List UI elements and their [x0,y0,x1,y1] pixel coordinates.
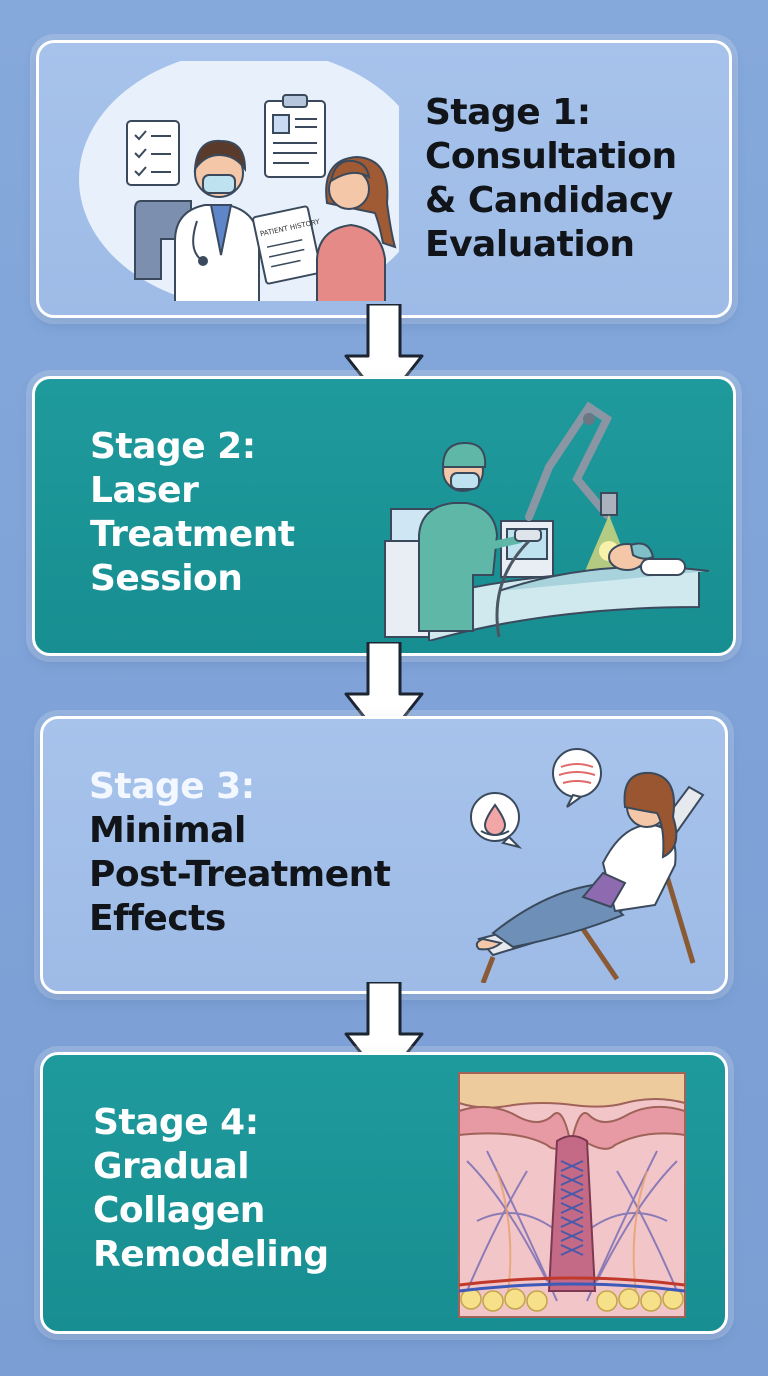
doctor-figure [174,139,260,301]
stage-1-line-3: Evaluation [425,224,635,265]
checklist-icon [126,120,180,186]
irritation-bubble-icon [552,748,602,808]
stage-4-line-3: Remodeling [93,1234,329,1275]
stage-4-card: Stage 4: Gradual Collagen Remodeling [40,1052,728,1334]
clipboard-icon [264,94,326,178]
stage-1-label: Stage 1: [425,92,591,133]
skin-cross-section-illustration [458,1072,686,1318]
resting-patient-figure [475,771,678,951]
stage-2-line-2: Treatment [90,514,295,555]
stage-4-line-2: Collagen [93,1190,265,1231]
stage-1-title: Stage 1: Consultation & Candidacy Evalua… [425,91,677,267]
patient-figure [316,155,397,301]
stage-2-title: Stage 2: Laser Treatment Session [90,425,295,601]
recovery-lounge-illustration [470,748,705,983]
surgeon-figure [418,441,542,638]
stage-2-line-1: Laser [90,470,199,511]
stage-3-line-2: Post-Treatment [89,854,391,895]
stage-2-label: Stage 2: [90,426,256,467]
stage-1-line-1: Consultation [425,136,677,177]
patient-clipboard: PATIENT HISTORY [252,205,322,285]
stage-3-label: Stage 3: [89,766,255,807]
stage-3-line-3: Effects [89,898,226,939]
stage-2-line-3: Session [90,558,243,599]
stage-1-line-2: & Candidacy [425,180,673,221]
stage-3-card: Stage 3: Minimal Post-Treatment Effects [40,716,728,994]
stage-1-card: PATIENT HISTORY Stage 1: Consultation & … [36,40,732,318]
droplet-bubble-icon [470,792,523,849]
stage-2-card: Stage 2: Laser Treatment Session [32,376,736,656]
stage-4-title: Stage 4: Gradual Collagen Remodeling [93,1101,329,1277]
doctor-consultation-illustration: PATIENT HISTORY [79,61,399,301]
stage-3-line-1: Minimal [89,810,246,851]
laser-treatment-illustration [384,401,709,641]
stage-4-label: Stage 4: [93,1102,259,1143]
stage-3-title: Stage 3: Minimal Post-Treatment Effects [89,765,391,941]
stage-4-line-1: Gradual [93,1146,250,1187]
